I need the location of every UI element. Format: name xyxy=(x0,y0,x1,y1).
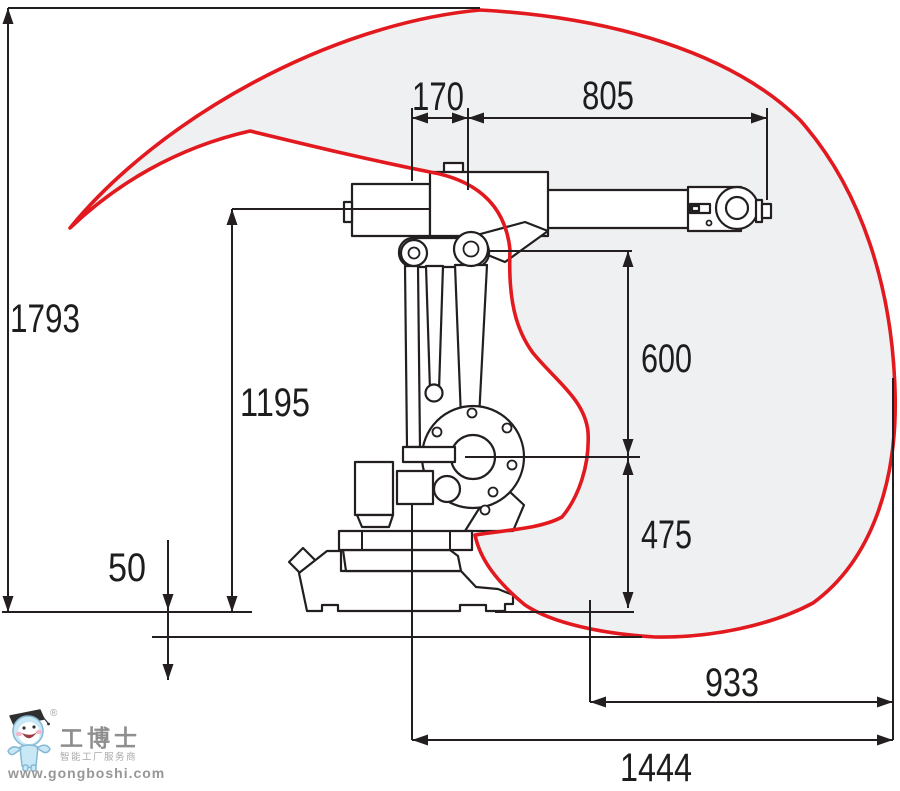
wrist-joint-bore xyxy=(724,195,750,221)
bolt-hole xyxy=(431,426,443,438)
dim-label-1195: 1195 xyxy=(240,381,310,425)
arrow-left xyxy=(412,734,428,746)
arrow-left xyxy=(468,112,484,124)
arrow-up xyxy=(2,8,14,24)
dim-label-1444: 1444 xyxy=(620,746,692,790)
dim-label-50: 50 xyxy=(108,546,146,590)
mascot-eye xyxy=(22,726,26,730)
bolt-hole xyxy=(487,486,499,498)
mascot-arm-right xyxy=(36,744,51,754)
logo-brand-text: 工博士 xyxy=(60,725,141,752)
upper-arm-rear-tab xyxy=(342,200,354,224)
mascot-leg xyxy=(22,764,29,772)
wrist-label-inner xyxy=(690,204,701,213)
dim-label-933: 933 xyxy=(705,661,759,705)
dim-label-170: 170 xyxy=(412,75,464,119)
axis-bar xyxy=(401,445,457,464)
mascot-cheek xyxy=(15,731,23,737)
dimension-lines xyxy=(2,7,894,746)
turntable-lower xyxy=(341,548,463,573)
lower-arm-main xyxy=(453,263,489,420)
motor-block xyxy=(353,460,395,517)
robot-silhouette xyxy=(287,161,773,613)
mascot-icon xyxy=(7,709,51,772)
arrow-left xyxy=(412,112,428,124)
dim-label-805: 805 xyxy=(582,74,634,118)
arrow-down xyxy=(226,596,238,612)
dim-label-600: 600 xyxy=(641,337,692,381)
arrow-left xyxy=(590,696,606,708)
arrow-right xyxy=(877,734,893,746)
bolt-hole xyxy=(466,407,478,419)
bolt-hole xyxy=(501,422,513,434)
bolt-hole xyxy=(506,459,518,471)
bolt-hole xyxy=(479,504,491,516)
mascot-smile xyxy=(22,732,37,739)
tool-flange-hub xyxy=(760,202,773,220)
arrow-up xyxy=(226,209,238,225)
turntable-plate xyxy=(337,529,474,552)
pivot-left-bore xyxy=(407,246,421,260)
lower-link-rod xyxy=(424,264,445,392)
arrow-up xyxy=(622,251,634,267)
work-envelope-outline xyxy=(68,8,898,639)
arrow-right xyxy=(452,112,468,124)
mascot-eye xyxy=(32,725,36,729)
arrow-right xyxy=(877,696,893,708)
arrow-down xyxy=(622,439,634,455)
rod-cap xyxy=(424,383,444,403)
small-joint-circle xyxy=(432,474,462,504)
dim-label-1793: 1793 xyxy=(10,297,80,341)
arrow-down xyxy=(622,592,634,608)
work-envelope-region xyxy=(70,10,896,638)
wrist-screw xyxy=(705,219,713,227)
mascot-leg xyxy=(30,764,37,772)
lower-link-left xyxy=(403,264,422,449)
dimension-labels: 1793 1195 170 805 600 475 50 933 1444 xyxy=(10,74,759,790)
arrow-down xyxy=(2,596,14,612)
mascot-cheek xyxy=(35,729,43,735)
mascot-arm-left xyxy=(7,746,22,756)
registered-mark: ® xyxy=(50,708,58,719)
forearm-tube xyxy=(543,188,695,230)
cap-tassel xyxy=(41,715,49,724)
arrow-up xyxy=(622,459,634,475)
cap-tassel-end xyxy=(47,722,50,726)
motor-foot xyxy=(355,513,395,529)
pivot-right-bore xyxy=(462,240,480,258)
dim-label-475: 475 xyxy=(641,513,692,557)
arrow-down xyxy=(162,594,174,610)
logo-tagline: 智能工厂服务商 xyxy=(60,751,137,763)
arrow-right xyxy=(751,112,767,124)
arrow-down xyxy=(162,664,174,680)
center-block xyxy=(395,469,435,506)
logo-website: www.gongboshi.com xyxy=(7,765,165,781)
gongboshi-logo: ® 工博士 智能工厂服务商 www.gongboshi.com xyxy=(7,708,165,781)
